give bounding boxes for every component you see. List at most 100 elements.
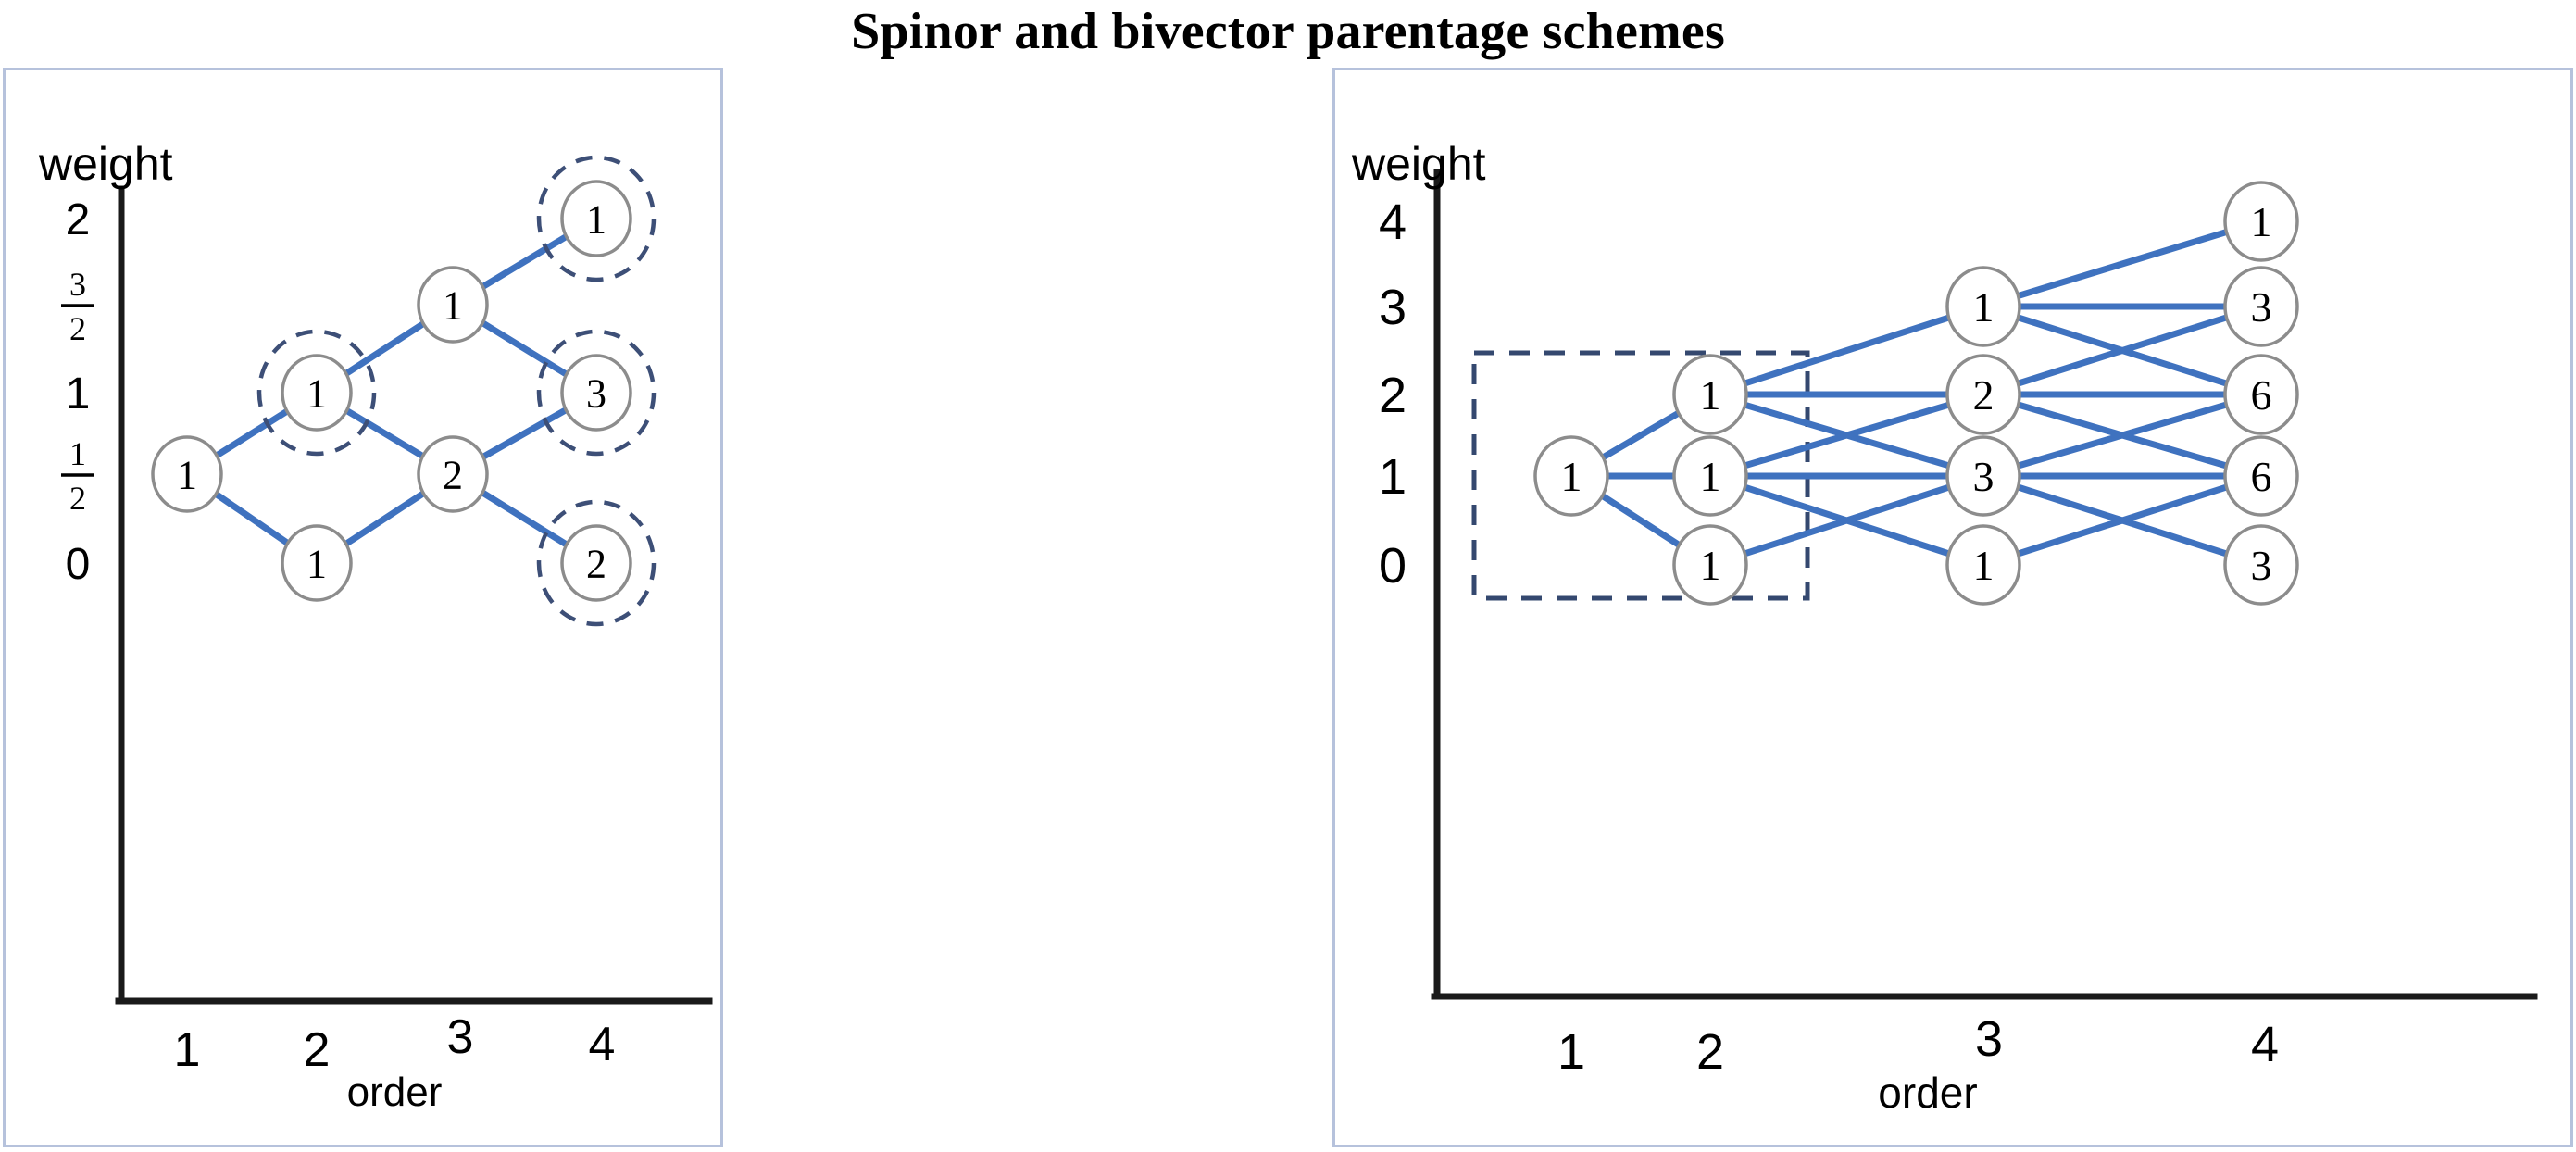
edge-line xyxy=(2014,401,2231,470)
node-circle xyxy=(1533,435,1609,517)
node-circle xyxy=(560,524,632,602)
node-label: 3 xyxy=(1973,453,1995,500)
edge-line xyxy=(478,232,571,291)
graph-node[interactable]: 1 xyxy=(536,155,657,282)
highlight-ring xyxy=(256,329,377,457)
y-tick-denominator: 2 xyxy=(69,310,86,347)
dashed-selection-rect xyxy=(1471,350,1810,601)
node-label: 1 xyxy=(586,196,606,242)
x-tick-label: 1 xyxy=(174,1023,201,1077)
edge-line xyxy=(1598,408,1683,462)
node-label: 1 xyxy=(306,370,327,416)
y-tick-label: 32 xyxy=(61,266,94,347)
y-tick-value: 4 xyxy=(1379,194,1407,250)
node-label: 2 xyxy=(443,452,463,497)
node-circle xyxy=(2223,354,2299,435)
edge-line xyxy=(342,407,428,460)
y-tick-denominator: 2 xyxy=(69,480,86,517)
graph-node[interactable]: 1 xyxy=(281,524,353,602)
node-circle xyxy=(1672,354,1748,435)
edge-line xyxy=(341,319,429,378)
graph-node[interactable]: 1 xyxy=(2223,181,2299,262)
node-label: 6 xyxy=(2251,371,2272,419)
y-tick-value: 1 xyxy=(1379,449,1407,505)
highlight-ring xyxy=(536,499,657,627)
graph-node[interactable]: 3 xyxy=(2223,266,2299,347)
graph-node[interactable]: 2 xyxy=(417,435,489,513)
node-circle xyxy=(1672,524,1748,606)
node-label: 1 xyxy=(1561,453,1582,500)
node-label: 1 xyxy=(1973,542,1995,589)
node-label: 3 xyxy=(2251,283,2272,331)
edge-line xyxy=(479,406,570,461)
edge-line xyxy=(2013,483,2232,557)
graph-node[interactable]: 3 xyxy=(2223,524,2299,606)
graph-node[interactable]: 1 xyxy=(1672,354,1748,435)
edge-line xyxy=(341,489,429,548)
node-circle xyxy=(1945,524,2021,606)
graph-node[interactable]: 1 xyxy=(1672,524,1748,606)
edge-line xyxy=(1741,401,1953,470)
node-label: 1 xyxy=(306,541,327,586)
graph-node[interactable]: 3 xyxy=(1945,435,2021,517)
x-tick-label: 2 xyxy=(1696,1024,1724,1080)
node-circle xyxy=(417,435,489,513)
node-circle xyxy=(2223,524,2299,606)
edge-line xyxy=(1740,314,1954,387)
y-tick-label: 0 xyxy=(1379,538,1407,594)
graph-node[interactable]: 1 xyxy=(1533,435,1609,517)
graph-node[interactable]: 2 xyxy=(1945,354,2021,435)
node-label: 6 xyxy=(2251,453,2272,500)
page-title: Spinor and bivector parentage schemes xyxy=(851,3,1725,60)
y-tick-value: 0 xyxy=(1379,538,1407,594)
edge-line xyxy=(478,488,571,549)
x-tick-label: 1 xyxy=(1557,1024,1585,1080)
graph-node[interactable]: 1 xyxy=(256,329,377,457)
graph-node[interactable]: 1 xyxy=(151,435,223,513)
graph-node[interactable]: 6 xyxy=(2223,354,2299,435)
node-label: 1 xyxy=(1700,453,1721,500)
graph-node[interactable]: 6 xyxy=(2223,435,2299,517)
graph-node[interactable]: 1 xyxy=(1945,266,2021,347)
y-tick-label: 2 xyxy=(66,195,91,244)
y-tick-label: 1 xyxy=(66,369,91,419)
y-tick-value: 2 xyxy=(1379,368,1407,423)
y-axis-title: weight xyxy=(38,138,173,190)
node-label: 1 xyxy=(177,452,197,497)
node-circle xyxy=(1672,435,1748,517)
x-tick-label: 4 xyxy=(589,1018,616,1071)
node-label: 1 xyxy=(1700,542,1721,589)
edge-line xyxy=(212,407,292,460)
node-circle xyxy=(281,354,353,432)
x-tick-label: 4 xyxy=(2251,1017,2279,1072)
node-circle xyxy=(1945,266,2021,347)
node-circle xyxy=(2223,266,2299,347)
graph-node[interactable]: 1 xyxy=(1672,435,1748,517)
graph-node[interactable]: 1 xyxy=(1945,524,2021,606)
y-tick-label: 0 xyxy=(66,540,91,589)
edge-line xyxy=(478,319,571,379)
edge-line xyxy=(211,490,293,547)
graph-node[interactable]: 2 xyxy=(536,499,657,627)
y-tick-label: 2 xyxy=(1379,368,1407,423)
edge-group xyxy=(1597,228,2232,557)
node-circle xyxy=(560,354,632,432)
edge-line xyxy=(1597,492,1684,549)
node-circle xyxy=(1945,435,2021,517)
x-tick-label: 3 xyxy=(447,1010,474,1064)
node-label: 1 xyxy=(1700,371,1721,419)
node-circle xyxy=(1945,354,2021,435)
y-tick-numerator: 3 xyxy=(69,266,86,303)
y-tick-label: 12 xyxy=(61,435,94,517)
x-tick-label: 2 xyxy=(304,1023,331,1077)
graph-node[interactable]: 1 xyxy=(417,266,489,344)
edge-line xyxy=(2013,314,2232,387)
graph-node[interactable]: 3 xyxy=(536,329,657,457)
node-circle xyxy=(417,266,489,344)
node-circle xyxy=(2223,181,2299,262)
node-label: 3 xyxy=(2251,542,2272,589)
